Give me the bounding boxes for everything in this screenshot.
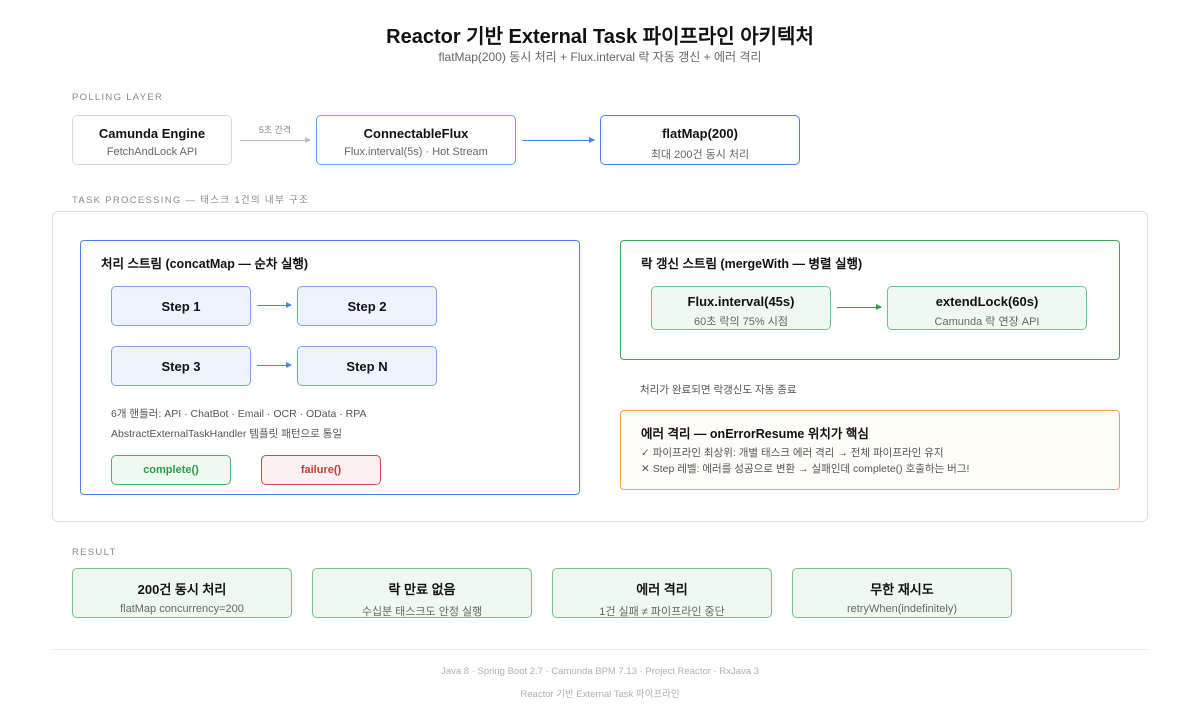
complete-button-box: complete() <box>111 455 231 485</box>
step3-to-stepn-arrow <box>257 362 292 368</box>
step-n-label: Step N <box>346 359 388 374</box>
engine-to-flux-arrow <box>240 137 311 143</box>
result-card-no-lock-expiry: 락 만료 없음 수십분 태스크도 안정 실행 <box>312 568 532 618</box>
error-isolation-title: 에러 격리 — onErrorResume 위치가 핵심 <box>641 427 869 441</box>
flux-to-flatmap-arrow <box>522 137 595 143</box>
step-2-label: Step 2 <box>347 299 387 314</box>
camunda-engine-box: Camunda Engine FetchAndLock API <box>72 115 232 165</box>
interval-to-extend-arrow <box>837 304 882 310</box>
polling-layer-label: POLLING LAYER <box>72 92 164 103</box>
result-card-concurrency: 200건 동시 처리 flatMap concurrency=200 <box>72 568 292 618</box>
step-1-label: Step 1 <box>161 299 201 314</box>
flatmap-sub: 최대 200건 동시 처리 <box>650 149 750 161</box>
extend-lock-title: extendLock(60s) <box>935 294 1039 309</box>
failure-button-box: failure() <box>261 455 381 485</box>
lock-renewal-panel: 락 갱신 스트림 (mergeWith — 병렬 실행) Flux.interv… <box>620 240 1120 360</box>
result-card-title: 200건 동시 처리 <box>137 582 227 597</box>
result-card-infinite-retry: 무한 재시도 retryWhen(indefinitely) <box>792 568 1012 618</box>
step-n-box: Step N <box>297 346 437 386</box>
result-card-error-isolation: 에러 격리 1건 실패 ≠ 파이프라인 중단 <box>552 568 772 618</box>
flux-interval-title: Flux.interval(45s) <box>687 294 795 309</box>
result-card-sub: 수십분 태스크도 안정 실행 <box>361 606 483 618</box>
connectable-flux-title: ConnectableFlux <box>363 126 469 141</box>
error-line-2: ✕ Step 레벨: 에러를 성공으로 변환 → 실패인데 complete()… <box>641 463 970 475</box>
step1-to-step2-arrow <box>257 302 292 308</box>
result-card-title: 에러 격리 <box>636 582 688 597</box>
page-title: Reactor 기반 External Task 파이프라인 아키텍처 <box>386 26 814 48</box>
footer-caption: Reactor 기반 External Task 파이프라인 <box>520 689 680 700</box>
flux-interval-box: Flux.interval(45s) 60초 락의 75% 시점 <box>651 286 831 330</box>
template-text: AbstractExternalTaskHandler 템플릿 패턴으로 통일 <box>111 428 343 440</box>
connectable-flux-box: ConnectableFlux Flux.interval(5s) · Hot … <box>316 115 516 165</box>
result-card-sub: flatMap concurrency=200 <box>120 603 244 615</box>
footer-divider <box>52 649 1148 650</box>
result-card-sub: retryWhen(indefinitely) <box>846 603 958 615</box>
handlers-text: 6개 핸들러: API · ChatBot · Email · OCR · OD… <box>111 408 367 420</box>
task-processing-container <box>52 211 1148 522</box>
footer-stack: Java 8 · Spring Boot 2.7 · Camunda BPM 7… <box>441 666 759 677</box>
connectable-flux-sub: Flux.interval(5s) · Hot Stream <box>344 146 488 158</box>
step-3-box: Step 3 <box>111 346 251 386</box>
task-processing-label: TASK PROCESSING — 태스크 1건의 내부 구조 <box>72 195 310 206</box>
page-subtitle: flatMap(200) 동시 처리 + Flux.interval 락 자동 … <box>438 50 762 64</box>
lock-note: 처리가 완료되면 락갱신도 자동 종료 <box>640 384 797 396</box>
error-isolation-panel: 에러 격리 — onErrorResume 위치가 핵심 ✓ 파이프라인 최상위… <box>620 410 1120 490</box>
processing-stream-panel: 처리 스트림 (concatMap — 순차 실행) Step 1 Step 2… <box>80 240 580 495</box>
step-3-label: Step 3 <box>161 359 201 374</box>
result-card-title: 무한 재시도 <box>870 582 934 597</box>
result-card-sub: 1건 실패 ≠ 파이프라인 중단 <box>599 606 725 618</box>
flatmap-title: flatMap(200) <box>662 126 738 141</box>
flatmap-box: flatMap(200) 최대 200건 동시 처리 <box>600 115 800 165</box>
lock-renewal-title: 락 갱신 스트림 (mergeWith — 병렬 실행) <box>641 257 863 271</box>
flux-interval-sub: 60초 락의 75% 시점 <box>693 316 789 328</box>
extend-lock-box: extendLock(60s) Camunda 락 연장 API <box>887 286 1087 330</box>
step-2-box: Step 2 <box>297 286 437 326</box>
camunda-engine-sub: FetchAndLock API <box>106 146 198 158</box>
error-line-1: ✓ 파이프라인 최상위: 개별 태스크 에러 격리 → 전체 파이프라인 유지 <box>641 447 944 459</box>
interval-label: 5초 간격 <box>258 125 292 135</box>
camunda-engine-title: Camunda Engine <box>98 126 206 141</box>
result-label: RESULT <box>72 547 117 558</box>
extend-lock-sub: Camunda 락 연장 API <box>934 316 1040 328</box>
result-card-title: 락 만료 없음 <box>388 582 456 597</box>
step-1-box: Step 1 <box>111 286 251 326</box>
processing-stream-title: 처리 스트림 (concatMap — 순차 실행) <box>101 257 308 271</box>
